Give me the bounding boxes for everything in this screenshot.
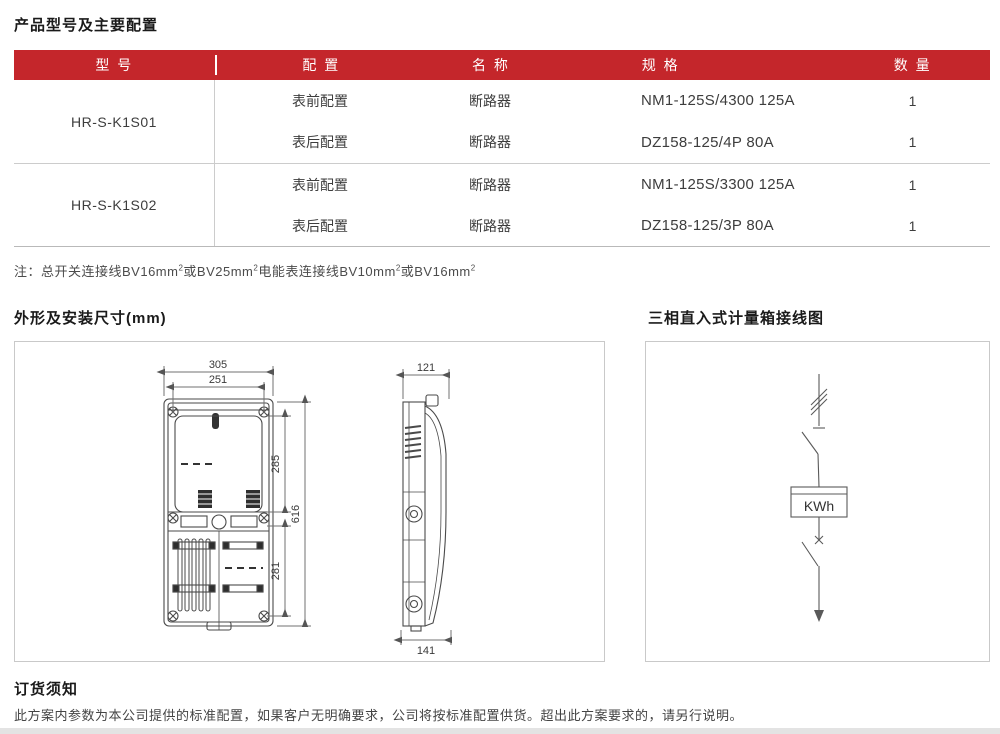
dimension-drawing: 305 251 285 616 281 — [156, 359, 452, 657]
vent-slots — [177, 538, 211, 612]
cell-config: 表前配置 — [292, 176, 348, 193]
note-text: 或BV25mm — [183, 264, 254, 279]
dim-width-outer: 305 — [209, 359, 227, 371]
wiring-section-title: 三相直入式计量箱接线图 — [648, 310, 825, 327]
table-row: 表后配置 断路器 DZ158-125/3P 80A 1 — [215, 205, 990, 246]
cell-qty: 1 — [908, 217, 917, 234]
model-cell: HR-S-K1S02 — [14, 164, 215, 246]
note-sup: 2 — [395, 263, 401, 273]
cell-spec: NM1-125S/4300 125A — [641, 92, 795, 110]
cell-config: 表后配置 — [292, 217, 348, 234]
header-config: 配 置 — [302, 57, 341, 73]
cell-name: 断路器 — [469, 217, 511, 234]
cell-spec: DZ158-125/4P 80A — [641, 133, 774, 151]
dim-height-total: 616 — [290, 505, 302, 523]
dimensions-section-title: 外形及安装尺寸(mm) — [14, 310, 167, 327]
cell-name: 断路器 — [469, 92, 511, 109]
page-title: 产品型号及主要配置 — [14, 17, 159, 34]
cell-qty: 1 — [908, 134, 917, 151]
table-group-k1s02: HR-S-K1S02 表前配置 断路器 NM1-125S/3300 125A 1… — [14, 163, 990, 246]
main-breaker-symbol — [801, 427, 825, 488]
dim-depth-top: 121 — [417, 362, 435, 374]
table-body: HR-S-K1S01 表前配置 断路器 NM1-125S/4300 125A 1… — [14, 80, 990, 247]
table-row: 表前配置 断路器 NM1-125S/4300 125A 1 — [215, 80, 990, 122]
supply-line — [810, 374, 828, 426]
note-text: 注：总开关连接线BV16mm — [14, 264, 179, 279]
header-qty: 数 量 — [893, 57, 932, 73]
wiring-diagram: KWh — [790, 374, 848, 622]
header-name: 名 称 — [471, 57, 510, 73]
table-header-row: 型 号 配 置 名 称 规 格 数 量 — [14, 50, 990, 80]
cell-qty: 1 — [908, 176, 917, 193]
load-arrow-icon — [814, 610, 824, 622]
cell-name: 断路器 — [469, 134, 511, 151]
note-text: 电能表连接线BV10mm — [258, 264, 396, 279]
note-sup: 2 — [178, 263, 184, 273]
dim-height-lower: 281 — [270, 562, 282, 580]
dim-height-window: 285 — [270, 455, 282, 473]
header-spec: 规 格 — [641, 57, 680, 73]
ordering-body: 此方案内参数为本公司提供的标准配置，如果客户无明确要求，公司将按标准配置供货。超… — [14, 708, 744, 723]
side-vents — [404, 425, 422, 459]
spec-table: 型 号 配 置 名 称 规 格 数 量 HR-S-K1S01 表前配置 断路器 … — [14, 50, 990, 247]
side-dimensions — [393, 369, 452, 645]
cell-config: 表后配置 — [292, 134, 348, 151]
din-bars — [172, 541, 264, 593]
cell-spec: NM1-125S/3300 125A — [641, 176, 795, 193]
cell-name: 断路器 — [469, 176, 511, 193]
dim-width-inner: 251 — [209, 374, 227, 386]
note-sup: 2 — [470, 263, 476, 273]
cell-config: 表前配置 — [292, 92, 348, 109]
wiring-note: 注：总开关连接线BV16mm2或BV25mm2电能表连接线BV10mm2或BV1… — [14, 261, 476, 280]
screw-icon — [167, 406, 270, 622]
cell-qty: 1 — [908, 92, 917, 109]
cell-spec: DZ158-125/3P 80A — [641, 217, 774, 234]
header-model: 型 号 — [14, 55, 217, 75]
footer-strip — [0, 728, 1000, 734]
note-text: 或BV16mm — [400, 264, 471, 279]
model-cell: HR-S-K1S01 — [14, 80, 215, 163]
front-view — [163, 398, 274, 631]
dimension-drawing-box: 305 251 285 616 281 — [14, 341, 605, 662]
wiring-diagram-box: KWh — [645, 341, 990, 662]
dim-depth-bottom: 141 — [417, 645, 435, 657]
front-dimensions — [156, 366, 311, 627]
knockout-hole — [405, 505, 423, 523]
table-row: 表前配置 断路器 NM1-125S/3300 125A 1 — [215, 164, 990, 205]
kwh-label: KWh — [804, 498, 834, 514]
outgoing-breaker-symbol — [801, 517, 824, 612]
note-sup: 2 — [253, 263, 259, 273]
knockout-hole — [405, 595, 423, 613]
side-view — [402, 394, 447, 632]
ordering-title: 订货须知 — [14, 681, 79, 698]
table-row: 表后配置 断路器 DZ158-125/4P 80A 1 — [215, 122, 990, 164]
table-group-k1s01: HR-S-K1S01 表前配置 断路器 NM1-125S/4300 125A 1… — [14, 80, 990, 163]
